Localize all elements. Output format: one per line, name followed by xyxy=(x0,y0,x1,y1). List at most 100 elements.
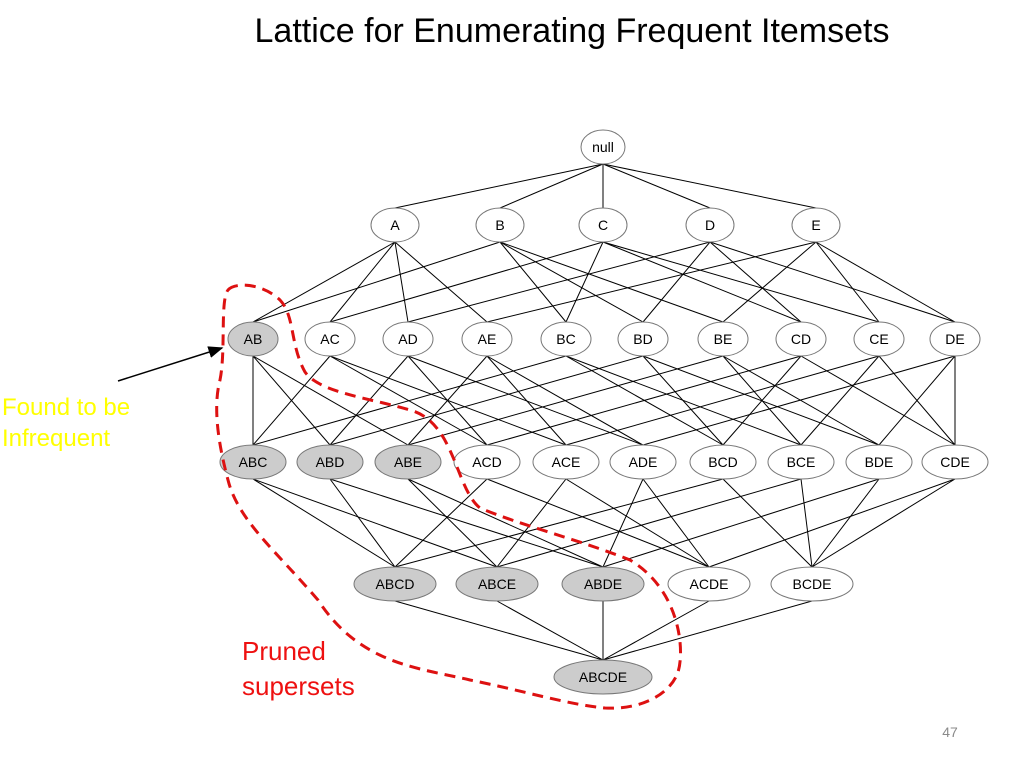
itemset-node-label: E xyxy=(811,217,820,233)
lattice-edge xyxy=(252,355,409,446)
lattice-edge xyxy=(329,241,396,323)
lattice-edge xyxy=(394,163,604,209)
itemset-node-label: ABCD xyxy=(376,576,415,592)
itemset-node-label: ABC xyxy=(239,454,268,470)
itemset-node-acde: ACDE xyxy=(667,566,751,602)
itemset-node-a: A xyxy=(370,207,420,243)
itemset-node-shape xyxy=(304,321,356,357)
itemset-node-bd: BD xyxy=(617,321,669,357)
lattice-edge xyxy=(811,478,956,568)
itemset-node-label: null xyxy=(592,139,614,155)
itemset-node-d: D xyxy=(685,207,735,243)
lattice-edge xyxy=(800,355,880,446)
itemset-node-ae: AE xyxy=(461,321,513,357)
lattice-edges xyxy=(252,163,956,661)
lattice-edge xyxy=(811,478,880,568)
itemset-node-acd: ACD xyxy=(453,444,521,480)
lattice-edge xyxy=(602,241,802,323)
lattice-edge xyxy=(496,478,567,568)
lattice-edge xyxy=(329,355,644,446)
itemset-node-shape xyxy=(219,444,287,480)
itemset-node-shape xyxy=(374,444,442,480)
lattice-edge xyxy=(499,241,644,323)
lattice-edge xyxy=(499,163,604,209)
itemset-node-label: BE xyxy=(714,331,733,347)
infrequent-callout: Found to be Infrequent xyxy=(2,394,137,452)
itemset-node-shape xyxy=(532,444,600,480)
lattice-edge xyxy=(394,241,409,323)
lattice-edge xyxy=(602,600,710,661)
lattice-edge xyxy=(394,241,488,323)
itemset-node-abe: ABE xyxy=(374,444,442,480)
pruned-callout-line-2: supersets xyxy=(242,671,355,701)
pruned-supersets-callout: Pruned supersets xyxy=(242,636,355,701)
itemset-node-bcde: BCDE xyxy=(770,566,854,602)
lattice-edge xyxy=(708,478,956,568)
lattice-edge xyxy=(394,478,488,568)
itemset-node-abc: ABC xyxy=(219,444,287,480)
itemset-node-shape xyxy=(667,566,751,602)
infrequent-callout-line-2: Infrequent xyxy=(2,425,110,452)
lattice-edge xyxy=(486,478,710,568)
itemset-node-null: null xyxy=(580,129,626,165)
itemset-node-shape xyxy=(685,207,735,243)
lattice-edge xyxy=(602,600,813,661)
page-number: 47 xyxy=(942,724,958,740)
lattice-edge xyxy=(722,241,817,323)
itemset-node-label: BCE xyxy=(787,454,816,470)
itemset-node-ce: CE xyxy=(853,321,905,357)
lattice-edge xyxy=(642,478,710,568)
itemset-node-ade: ADE xyxy=(609,444,677,480)
lattice-edge xyxy=(565,355,880,446)
itemset-node-label: ABDE xyxy=(584,576,622,592)
itemset-node-e: E xyxy=(791,207,841,243)
itemset-node-abcde: ABCDE xyxy=(553,659,653,695)
itemset-node-shape xyxy=(853,321,905,357)
itemset-node-shape xyxy=(580,129,626,165)
itemset-node-shape xyxy=(296,444,364,480)
itemset-node-shape xyxy=(455,566,539,602)
itemset-node-shape xyxy=(353,566,437,602)
itemset-node-de: DE xyxy=(929,321,981,357)
itemset-node-shape xyxy=(775,321,827,357)
lattice-edge xyxy=(722,478,813,568)
lattice-edge xyxy=(394,600,604,661)
lattice-edge xyxy=(642,241,711,323)
itemset-node-shape xyxy=(578,207,628,243)
lattice-edge xyxy=(602,241,880,323)
lattice-edge xyxy=(602,163,711,209)
lattice-edge xyxy=(499,241,724,323)
itemset-node-shape xyxy=(382,321,434,357)
itemset-node-shape xyxy=(553,659,653,695)
lattice-edge xyxy=(496,478,802,568)
lattice-edge xyxy=(407,241,711,323)
itemset-node-label: AE xyxy=(478,331,497,347)
lattice-edge xyxy=(252,355,331,446)
itemset-node-shape xyxy=(845,444,913,480)
itemset-node-label: ABE xyxy=(394,454,422,470)
itemset-node-shape xyxy=(767,444,835,480)
itemset-node-label: BC xyxy=(556,331,575,347)
itemset-node-label: B xyxy=(495,217,504,233)
itemset-node-label: CE xyxy=(869,331,888,347)
lattice-edge xyxy=(252,478,498,568)
infrequent-pointer-arrow xyxy=(117,346,224,382)
itemset-node-bcd: BCD xyxy=(689,444,757,480)
itemset-node-shape xyxy=(921,444,989,480)
infrequent-callout-line-1: Found to be xyxy=(2,394,130,421)
slide-title: Lattice for Enumerating Frequent Itemset… xyxy=(254,12,890,50)
lattice-edge xyxy=(407,478,498,568)
itemset-node-shape xyxy=(791,207,841,243)
lattice-edge xyxy=(642,355,880,446)
lattice-edge xyxy=(642,355,724,446)
itemset-node-ac: AC xyxy=(304,321,356,357)
itemset-node-label: AB xyxy=(244,331,263,347)
itemset-node-label: ADE xyxy=(629,454,658,470)
lattice-edge xyxy=(329,241,604,323)
lattice-edge xyxy=(499,241,567,323)
itemset-node-label: ACE xyxy=(552,454,581,470)
lattice-edge xyxy=(565,478,710,568)
itemset-node-bde: BDE xyxy=(845,444,913,480)
lattice-edge xyxy=(407,355,724,446)
